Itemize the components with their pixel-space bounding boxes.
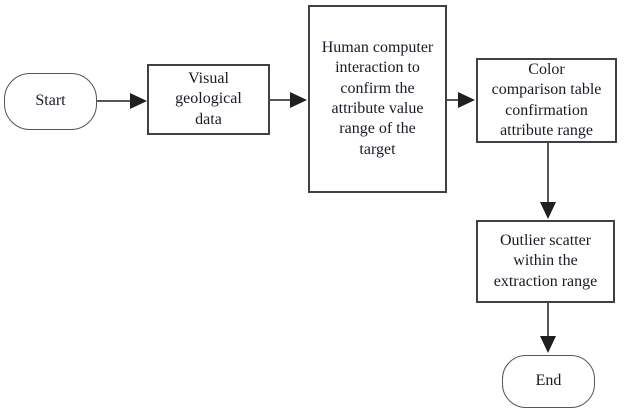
node-start: Start xyxy=(4,73,97,130)
arrow-visual-to-hci xyxy=(270,92,307,108)
node-visual-geological-data: Visual geological data xyxy=(147,64,270,135)
arrow-color-to-outlier xyxy=(540,143,556,219)
node-human-computer-interaction-label: Human computer interaction to confirm th… xyxy=(321,38,434,158)
node-color-comparison-table: Color comparison table confirmation attr… xyxy=(476,58,617,143)
arrow-hci-to-color xyxy=(447,92,475,108)
arrow-outlier-to-end xyxy=(540,303,556,353)
node-outlier-scatter: Outlier scatter within the extraction ra… xyxy=(476,220,615,303)
arrow-start-to-visual xyxy=(97,93,147,109)
node-visual-geological-data-label: Visual geological data xyxy=(175,69,242,128)
node-color-comparison-table-label: Color comparison table confirmation attr… xyxy=(491,60,602,139)
node-end-label: End xyxy=(535,372,562,390)
node-human-computer-interaction: Human computer interaction to confirm th… xyxy=(308,5,447,193)
node-start-label: Start xyxy=(35,92,66,110)
node-outlier-scatter-label: Outlier scatter within the extraction ra… xyxy=(493,231,598,290)
node-end: End xyxy=(502,355,595,408)
